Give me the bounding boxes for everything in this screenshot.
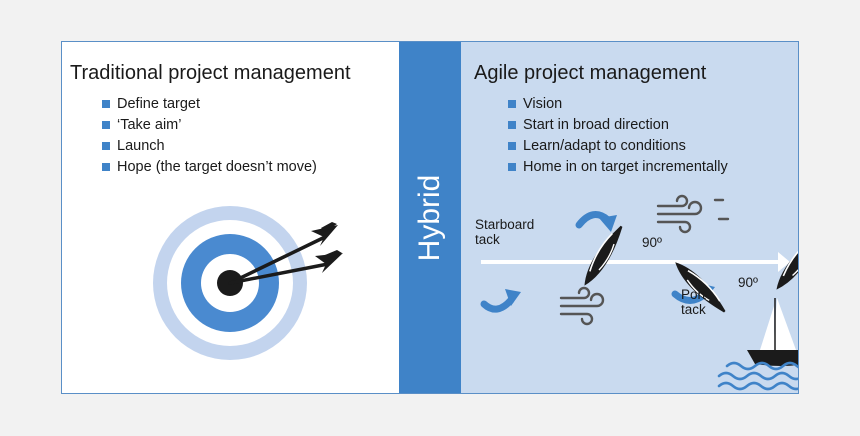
angle-label: 90º	[738, 275, 758, 290]
list-item: Start in broad direction	[508, 115, 728, 136]
bullet-text: Start in broad direction	[523, 117, 669, 133]
starboard-tack-text: tack	[475, 232, 500, 247]
port-tack-label: Port tack	[681, 287, 706, 317]
boat-icon	[776, 233, 798, 290]
traditional-bullet-list: Define target ‘Take aim’ Launch Hope (th…	[102, 94, 317, 178]
bullet-square-icon	[102, 100, 110, 108]
curved-arrow-icon	[480, 289, 521, 313]
bullet-text: Launch	[117, 138, 165, 154]
hybrid-band: Hybrid	[399, 42, 461, 393]
list-item: Learn/adapt to conditions	[508, 136, 728, 157]
bullet-square-icon	[102, 142, 110, 150]
bullet-square-icon	[508, 121, 516, 129]
wind-icon	[559, 286, 605, 326]
boat-icon	[675, 262, 726, 313]
comparison-diagram: Traditional project management Define ta…	[61, 41, 799, 394]
list-item: Vision	[508, 94, 728, 115]
traditional-panel: Traditional project management Define ta…	[62, 42, 399, 393]
port-label: Port	[681, 287, 706, 302]
bullet-text: Define target	[117, 96, 201, 112]
list-item: Define target	[102, 94, 317, 115]
bullet-text: Hope (the target doesn’t move)	[117, 159, 317, 175]
sailing-illustration	[480, 194, 798, 391]
starboard-label: Starboard	[475, 217, 535, 232]
target-illustration	[153, 206, 343, 360]
arrow-icon	[228, 222, 338, 285]
bullet-text: Vision	[523, 96, 563, 112]
bullet-square-icon	[508, 142, 516, 150]
waves-icon	[717, 361, 798, 391]
list-item: Hope (the target doesn’t move)	[102, 157, 317, 178]
bullet-square-icon	[508, 100, 516, 108]
agile-title: Agile project management	[474, 62, 707, 84]
starboard-tack-label: Starboard tack	[475, 217, 534, 247]
bullet-text: ‘Take aim’	[117, 117, 182, 133]
angle-label: 90º	[642, 235, 662, 250]
bullet-text: Learn/adapt to conditions	[523, 138, 686, 154]
agile-bullet-list: Vision Start in broad direction Learn/ad…	[508, 94, 728, 178]
list-item: Home in on target incrementally	[508, 157, 728, 178]
port-tack-text: tack	[681, 302, 706, 317]
direction-arrow	[481, 252, 790, 272]
bullet-square-icon	[102, 163, 110, 171]
arrow-icon	[228, 250, 343, 285]
list-item: ‘Take aim’	[102, 115, 317, 136]
list-item: Launch	[102, 136, 317, 157]
sailboat-icon	[747, 298, 798, 366]
boat-icon	[584, 225, 623, 286]
bullet-square-icon	[508, 163, 516, 171]
wind-icon	[656, 194, 730, 234]
hybrid-label: Hybrid	[413, 174, 446, 261]
traditional-title: Traditional project management	[70, 62, 351, 84]
bullet-square-icon	[102, 121, 110, 129]
agile-panel: Agile project management Vision Start in…	[461, 42, 798, 393]
bullet-text: Home in on target incrementally	[523, 159, 728, 175]
curved-arrow-icon	[575, 211, 617, 232]
